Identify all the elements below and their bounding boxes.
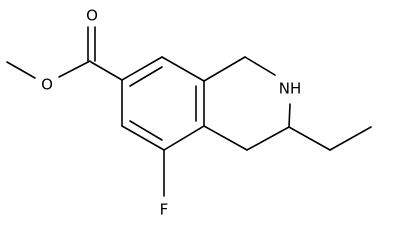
bond-ring-ch2-top [203, 56, 246, 82]
bond-ring-inner-c [129, 120, 163, 141]
atom-label-carbonyl-oxygen: O [86, 7, 98, 25]
bond-ch2-nitrogen [244, 56, 276, 76]
atom-label-ring-nitrogen: NH [279, 80, 302, 98]
bond-ring-e [121, 125, 165, 151]
atom-label-ester-oxygen: O [41, 76, 53, 94]
bond-nitrogen-ch [288, 103, 291, 128]
chemical-structure-drawing: O O NH F [6, 7, 372, 219]
saturated-ring [203, 56, 291, 151]
bond-ch2-ring [203, 125, 248, 151]
bond-ring-d [163, 125, 205, 151]
benzene-ring [121, 56, 205, 151]
ethyl-group [288, 126, 372, 151]
methyl-ester-group [6, 26, 123, 81]
bond-oxygen-carbonyl [58, 60, 91, 78]
bond-ethyl-methyl [329, 126, 372, 151]
bond-ring-inner-a [129, 66, 163, 87]
bond-ch-ethyl [288, 126, 331, 151]
atom-label-fluorine: F [160, 201, 169, 219]
bond-ch-ch2 [246, 126, 290, 151]
bond-ring-a [121, 56, 163, 81]
bond-carbonyl-ring [90, 61, 123, 81]
bond-ring-b [161, 56, 205, 82]
bond-methyl-oxygen [6, 61, 36, 79]
